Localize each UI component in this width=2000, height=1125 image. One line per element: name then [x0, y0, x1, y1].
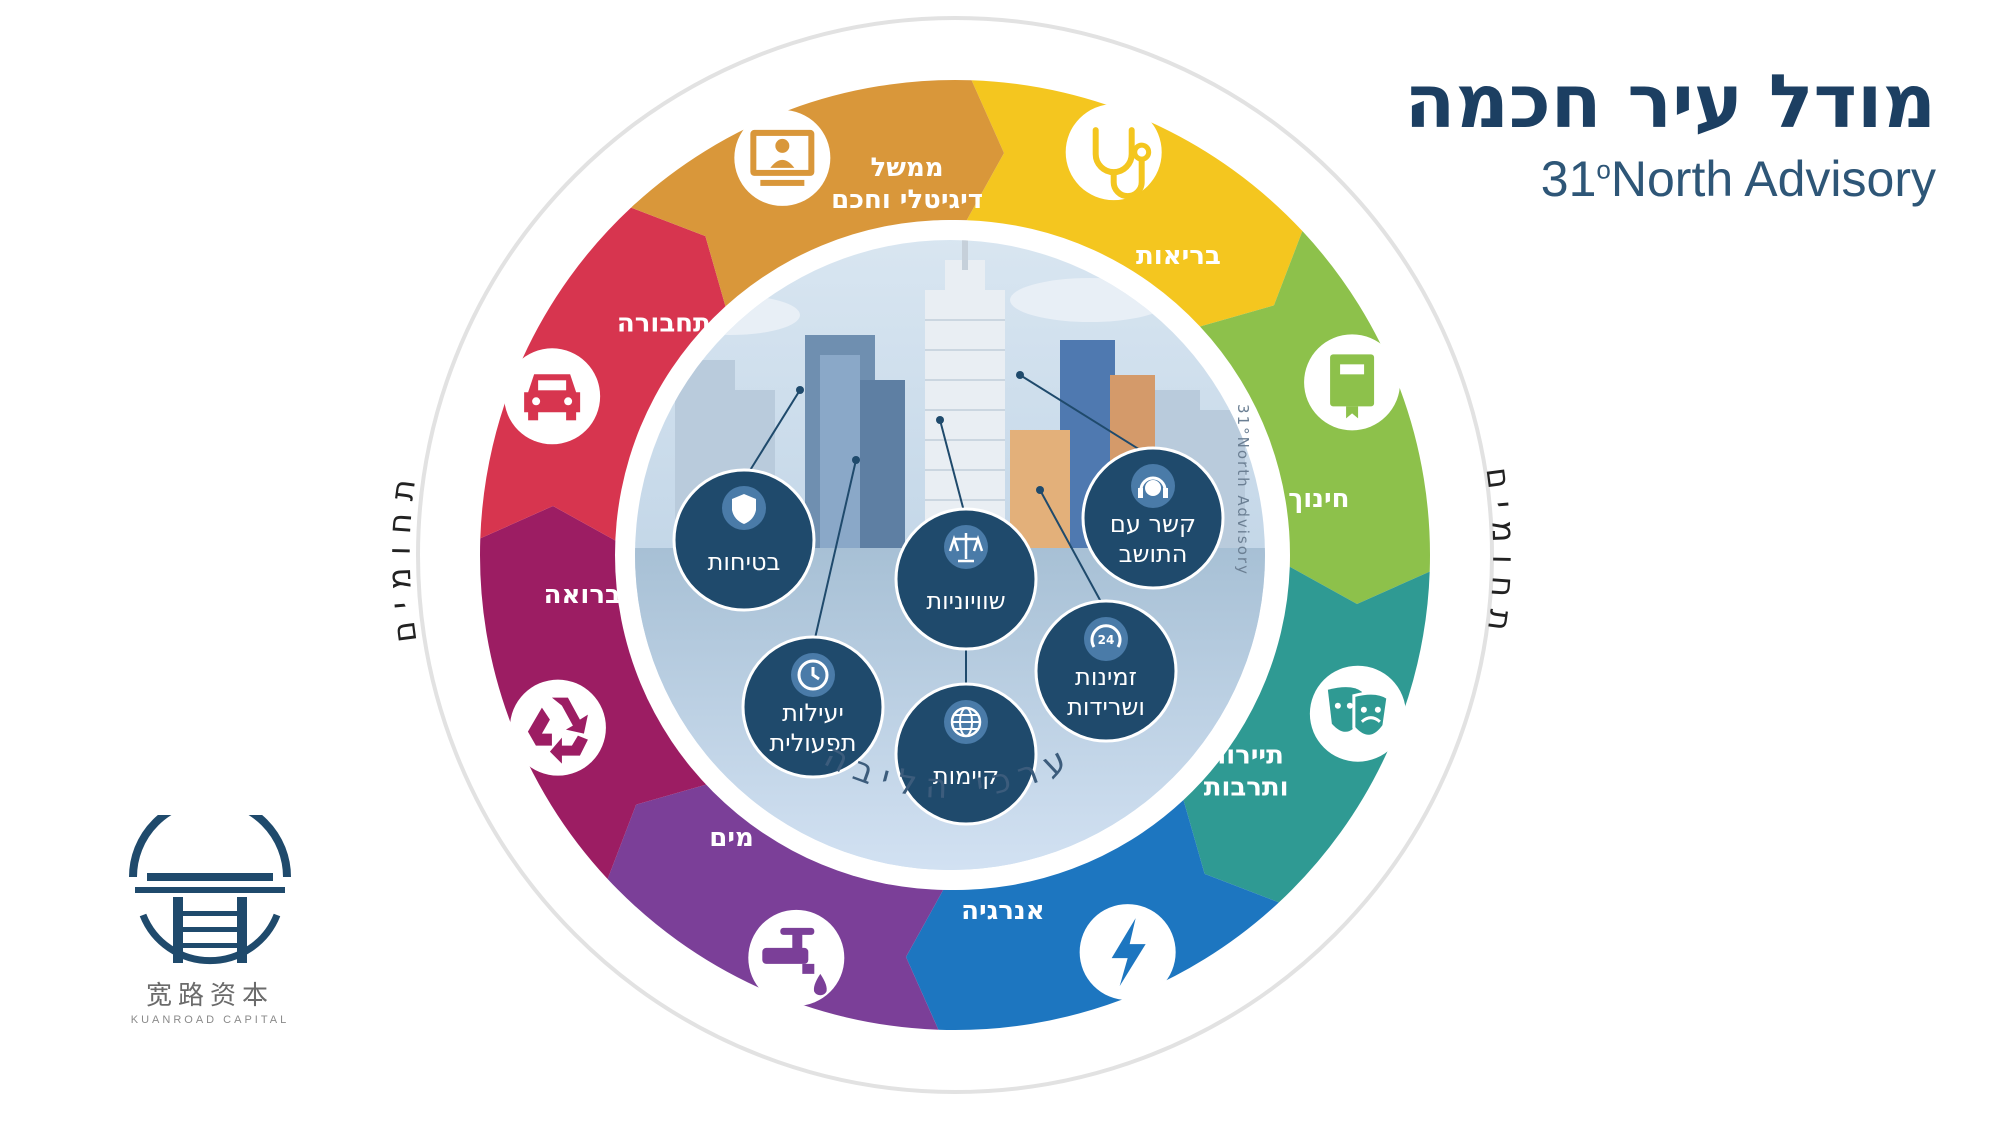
domain-label-line: תחבורה — [617, 309, 711, 339]
clock-icon — [791, 653, 835, 697]
core-connector-line — [939, 419, 967, 520]
domain-label: בריאות — [1136, 241, 1221, 271]
domain-label-line: חינוך — [1288, 484, 1349, 514]
core-connector-dot — [796, 386, 804, 394]
domain-segment-1: בריאות — [966, 80, 1303, 327]
core-value-label-line: התושב — [1119, 540, 1188, 568]
domain-segment-shape — [480, 207, 727, 544]
logo-english-name: KUANROAD CAPITAL — [130, 1014, 290, 1026]
core-connector-dot — [852, 456, 860, 464]
core-value-node: בטיחות — [672, 468, 816, 612]
core-connector-dot — [1016, 371, 1024, 379]
domain-segment-6: תברואה — [480, 505, 710, 879]
domain-label-line: ממשל — [871, 153, 944, 183]
domain-segment-4: אנרגיה — [905, 800, 1279, 1031]
core-watermark: 31°North Advisory — [1234, 404, 1252, 576]
kuanroad-logo-icon — [129, 796, 291, 965]
globe-icon — [944, 700, 988, 744]
scales-icon — [944, 525, 988, 569]
side-label-right: תחומים — [1478, 465, 1523, 645]
core-value-label-line: קשר עם — [1110, 510, 1196, 538]
core-value-label-line: תפעולית — [769, 729, 856, 757]
core-connector-line — [812, 459, 857, 648]
digital-government-icon — [734, 109, 831, 206]
car-icon — [504, 348, 601, 445]
domain-segment-shape — [966, 80, 1303, 327]
domain-segment-2: חינוך — [1200, 231, 1431, 605]
core-value-node: קיימות — [894, 682, 1038, 826]
recycle-icon — [509, 679, 606, 776]
company-logo: 宽路资本 KUANROAD CAPITAL — [110, 796, 310, 1026]
core-value-label-line: בטיחות — [708, 548, 781, 576]
core-value-label: שוויוניות — [926, 587, 1005, 615]
core-connector-dot — [936, 416, 944, 424]
lightning-icon — [1079, 904, 1176, 1001]
shield-icon — [722, 486, 766, 530]
core-value-label: בטיחות — [708, 548, 781, 576]
subtitle-text: North Advisory — [1610, 150, 1936, 207]
subtitle-degree: o — [1596, 154, 1611, 185]
core-value-label-line: זמינות — [1075, 663, 1137, 691]
core-value-label-line: קיימות — [933, 762, 999, 790]
domain-segment-shape — [607, 783, 944, 1030]
domain-label-line: דיגיטלי וחכם — [831, 185, 983, 215]
core-connector-line — [1019, 374, 1154, 459]
domain-label: תחבורה — [617, 309, 711, 339]
logo-chinese-name: 宽路资本 — [145, 981, 274, 1011]
core-value-node: שוויוניות — [894, 507, 1038, 651]
water-tap-icon — [748, 909, 845, 1006]
headset-icon — [1131, 464, 1175, 508]
domain-segment-5: מים — [607, 783, 944, 1030]
core-value-label-line: ושרידות — [1067, 693, 1145, 721]
domain-label-line: מים — [709, 823, 754, 853]
domain-label: מים — [709, 823, 754, 853]
theater-masks-icon — [1309, 665, 1406, 762]
24-7-icon: 24 — [1084, 617, 1128, 661]
svg-text:24: 24 — [1098, 633, 1115, 647]
outer-boundary-ring — [416, 16, 1494, 1094]
book-icon — [1304, 334, 1401, 431]
domain-segment-7: תחבורה — [480, 207, 727, 544]
domain-label-line: בריאות — [1136, 241, 1221, 271]
core-connector-line — [1039, 489, 1107, 612]
core-connector-dot — [1036, 486, 1044, 494]
domain-label-line: ותרבות — [1204, 772, 1289, 802]
domain-segment-shape — [1183, 566, 1430, 903]
core-value-label: קיימות — [933, 762, 999, 790]
domain-segment-shape — [631, 79, 1005, 310]
domain-label: חינוך — [1288, 484, 1349, 514]
domain-segment-shape — [1200, 231, 1431, 605]
page-title: מודל עיר חכמה — [1404, 59, 1936, 145]
domain-segment-shape — [905, 800, 1279, 1031]
core-value-label-line: יעילות — [782, 699, 844, 727]
stethoscope-icon — [1065, 104, 1162, 201]
core-value-label-line: שוויוניות — [926, 587, 1005, 615]
domain-segment-shape — [480, 505, 710, 879]
subtitle-number: 31 — [1540, 150, 1597, 207]
domain-label: אנרגיה — [961, 896, 1045, 926]
title-block: מודל עיר חכמה 31oNorth Advisory — [1404, 59, 1936, 207]
core-connector-line — [743, 389, 801, 481]
domain-label-line: אנרגיה — [961, 896, 1045, 926]
page-subtitle: 31oNorth Advisory — [1404, 150, 1936, 207]
